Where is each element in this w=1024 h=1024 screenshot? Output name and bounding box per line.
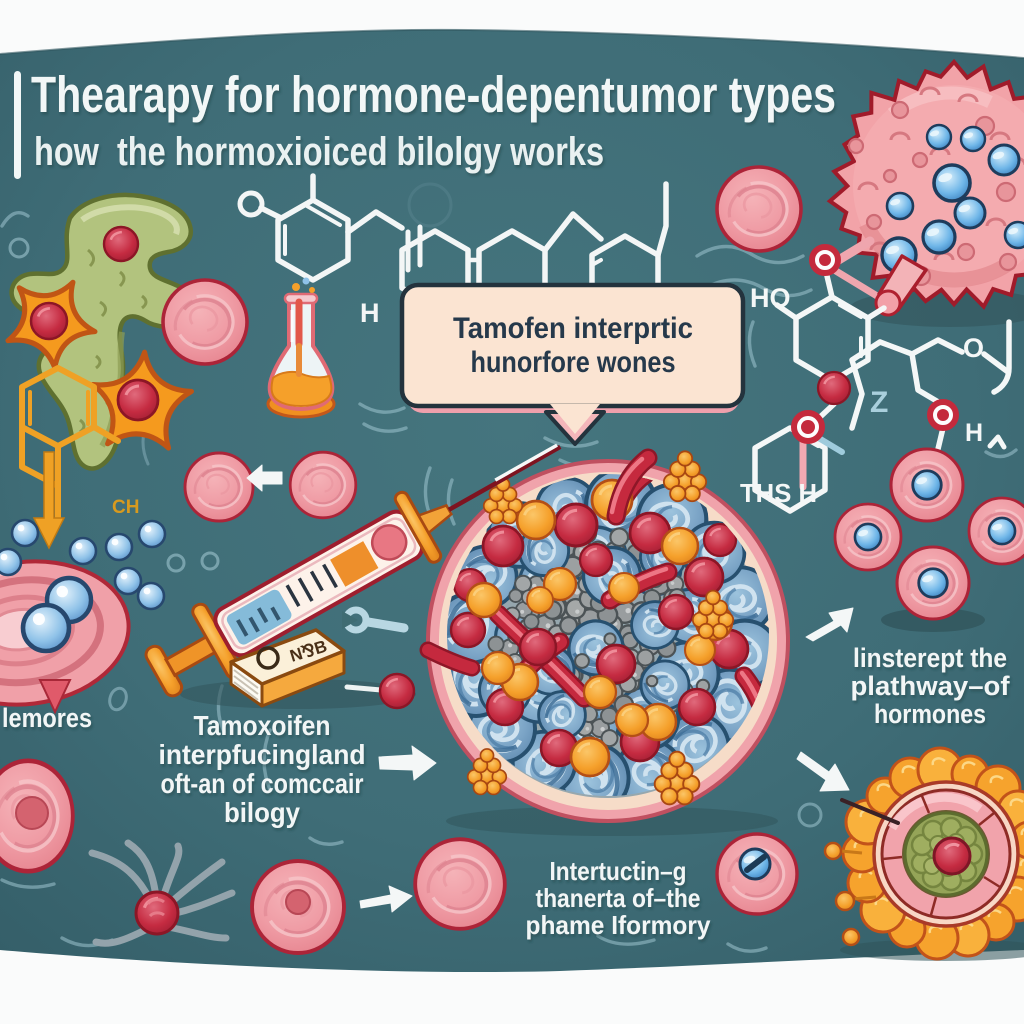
svg-text:thanerta of–the: thanerta of–the <box>536 883 701 913</box>
svg-text:Intertuctin–g: Intertuctin–g <box>550 856 687 886</box>
svg-text:how the hormoxioiced bilolgy: how the hormoxioiced bilolgy works <box>34 130 604 174</box>
svg-text:Z: Z <box>870 386 888 419</box>
svg-text:interpfucingland: interpfucingland <box>159 739 366 770</box>
svg-text:bilogy: bilogy <box>224 797 300 828</box>
svg-text:oft-an of comccair: oft-an of comccair <box>161 768 364 799</box>
svg-text:hunorfore wones: hunorfore wones <box>471 346 676 379</box>
svg-text:CH: CH <box>112 497 139 518</box>
svg-text:Tamofen interprtic: Tamofen interprtic <box>453 312 693 345</box>
svg-text:phame Iformory: phame Iformory <box>526 910 711 940</box>
svg-text:O: O <box>963 333 984 363</box>
svg-text:H: H <box>360 298 380 328</box>
svg-text:lemores: lemores <box>2 703 92 733</box>
svg-text:HO: HO <box>750 283 791 313</box>
svg-text:linsterept the: linsterept the <box>853 643 1007 673</box>
svg-text:Tamoxoifen: Tamoxoifen <box>194 710 331 741</box>
svg-text:plathway–of: plathway–of <box>851 671 1011 701</box>
svg-text:Thearapy for hormone-depentumo: Thearapy for hormone-depentumor types <box>31 66 836 123</box>
svg-text:H: H <box>965 419 983 447</box>
svg-text:THS H: THS H <box>740 478 817 508</box>
svg-text:hormones: hormones <box>874 699 986 729</box>
